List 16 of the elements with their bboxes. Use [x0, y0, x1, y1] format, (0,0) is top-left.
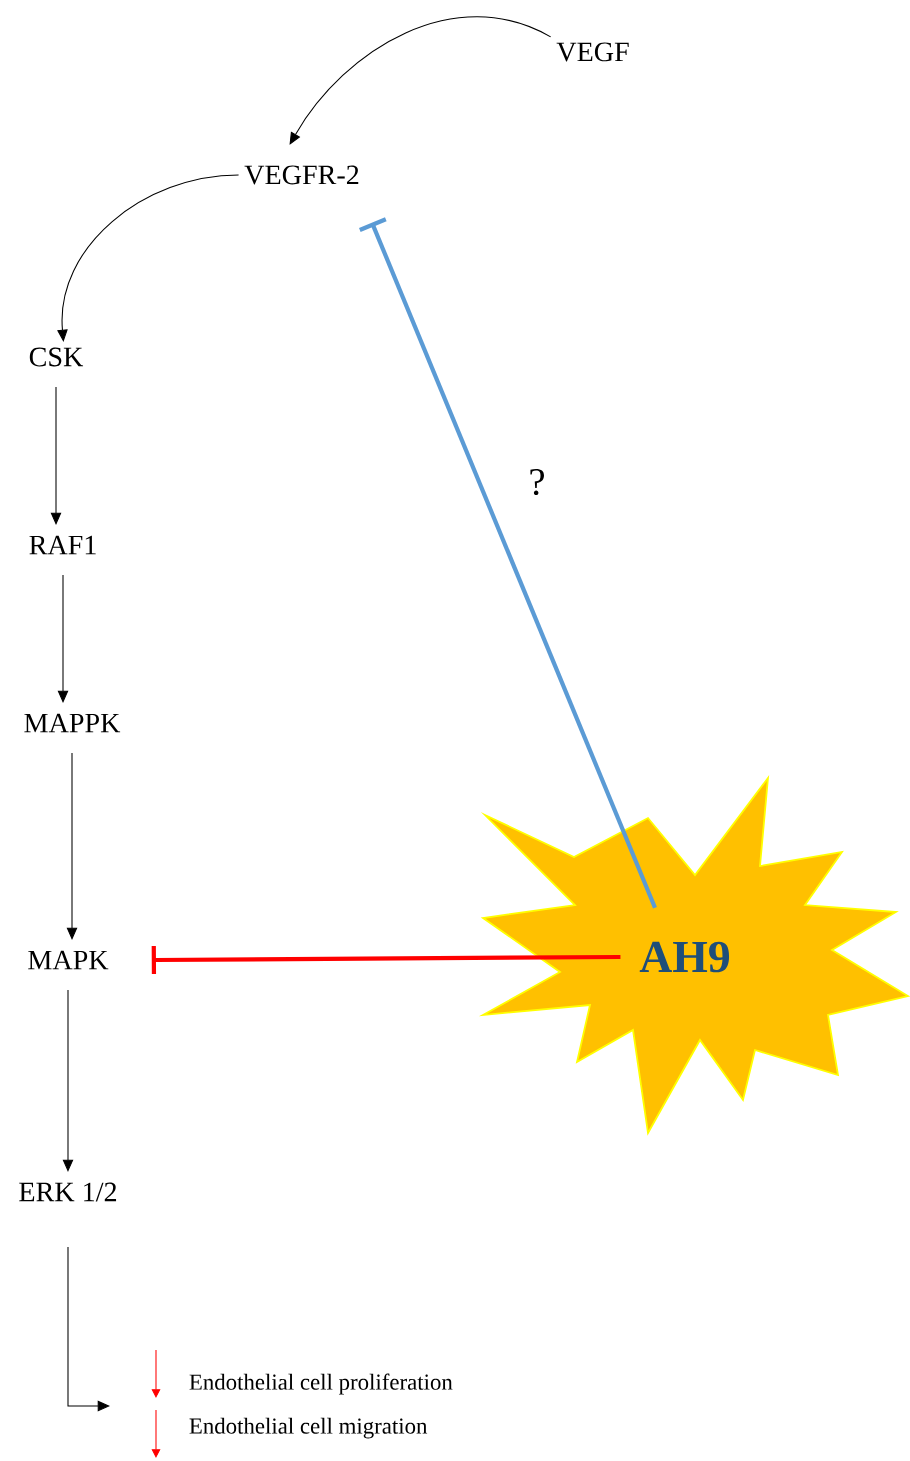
label-text: ERK 1/2	[19, 1182, 117, 1202]
label-text: VEGFR-2	[244, 165, 359, 185]
starburst: AH9	[478, 775, 910, 1136]
arrow	[62, 989, 74, 1172]
label-text: MAPK	[28, 950, 109, 970]
outcome-list: Endothelial cell proliferation Endothelial cell migration	[189, 1373, 453, 1439]
arrow	[289, 16, 552, 145]
label-text: VEGF	[556, 42, 629, 62]
arrow	[359, 217, 657, 909]
arrow	[57, 174, 240, 342]
edge-label: ?	[530, 468, 544, 496]
arrow	[151, 945, 621, 975]
arrow	[67, 1246, 110, 1412]
label-text: CSK	[29, 347, 84, 367]
label-text: RAF1	[29, 535, 96, 555]
label-text: MAPPK	[24, 713, 121, 733]
